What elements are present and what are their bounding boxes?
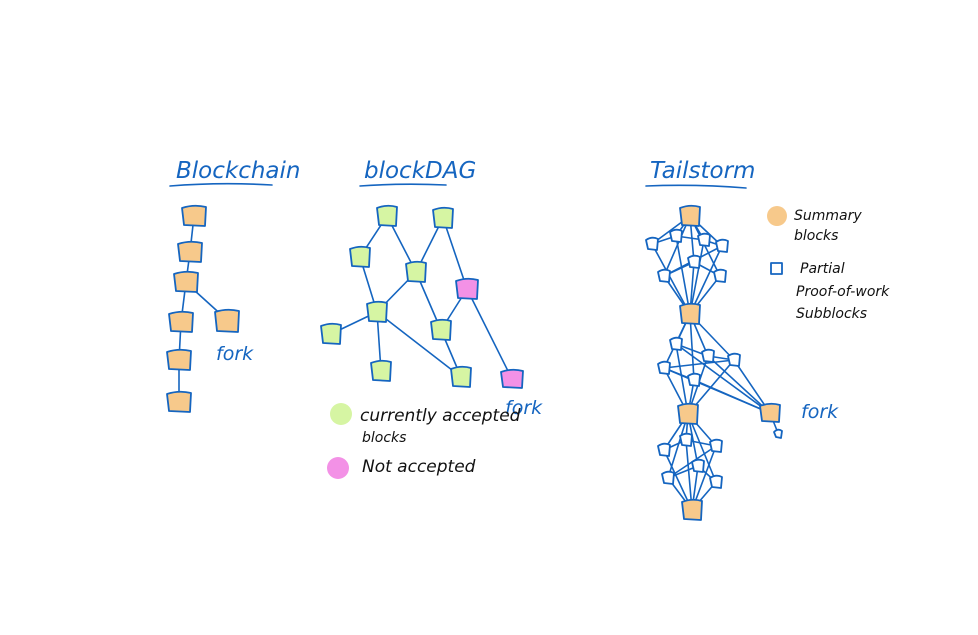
blockdag-not-accepted-block: [455, 277, 479, 300]
blockchain-title: Blockchain: [176, 158, 301, 184]
tailstorm-subblock: [657, 268, 671, 283]
tailstorm-subblock: [679, 432, 693, 447]
tailstorm-summary-block: [677, 402, 699, 425]
tailstorm-fork-link: [707, 355, 771, 414]
tailstorm-3-link: [685, 439, 693, 511]
tailstorm-subblock: [709, 474, 723, 489]
tailstorm-blocks: [645, 204, 783, 521]
legend-partial-swatch: [770, 262, 783, 275]
blockdag-fork-block: [500, 368, 524, 389]
tailstorm-subblock: [657, 360, 671, 375]
blockchain-block: [177, 240, 203, 263]
legend-partial-line2: Proof-of-work: [796, 284, 890, 300]
tailstorm-edges: [651, 215, 779, 511]
blockchain-fork-label: fork: [216, 343, 254, 365]
tailstorm-subblock: [701, 348, 715, 363]
blockdag-link: [376, 311, 462, 378]
legend-not-accepted-swatch: [327, 457, 349, 479]
blockdag-link: [466, 288, 513, 380]
tailstorm-1-link: [651, 243, 691, 315]
legend-summary-swatch: [767, 206, 787, 226]
tailstorm-subblock: [691, 458, 705, 473]
blockchain-block: [166, 348, 192, 371]
tailstorm-title-underline: [645, 184, 747, 189]
legend-summary-line1: Summary: [794, 208, 862, 224]
tailstorm-fork-label: fork: [801, 401, 839, 423]
legend-accepted-swatch: [330, 403, 352, 425]
legend-summary-line2: blocks: [794, 228, 838, 244]
tailstorm-fork-block: [759, 402, 781, 423]
blockdag-title-underline: [359, 183, 447, 187]
blockchain-blocks: [166, 204, 240, 413]
blockdag-accepted-block: [430, 318, 452, 341]
legend-accepted-line1: currently accepted: [360, 406, 521, 426]
blockdag-accepted-block: [370, 359, 392, 382]
blockchain-block: [166, 390, 192, 413]
legend-partial-line3: Subblocks: [796, 306, 867, 322]
blockdag-accepted-block: [376, 204, 398, 227]
tailstorm-title: Tailstorm: [650, 158, 755, 184]
tailstorm-2-link: [689, 313, 695, 381]
tailstorm-summary-block: [681, 498, 703, 521]
tailstorm-1-link: [689, 245, 723, 315]
tailstorm-subblock: [697, 232, 711, 247]
tailstorm-subblock: [727, 352, 741, 367]
blockdag-accepted-block: [450, 365, 472, 388]
blockdag-title: blockDAG: [364, 158, 476, 184]
tailstorm-1-link: [675, 235, 691, 315]
blockchain-fork-block: [214, 308, 240, 333]
blockdag-blocks: [320, 204, 524, 389]
blockdag-fork-label: fork: [505, 397, 543, 419]
tailstorm-diagram: Tailstorm fork Summary blocks Partial Pr…: [645, 158, 890, 521]
blockchain-block: [168, 310, 194, 333]
tailstorm-subblock: [657, 442, 671, 457]
blockdag-accepted-block: [320, 322, 342, 345]
legend-accepted-line2: blocks: [362, 430, 406, 446]
blockdag-edges: [330, 215, 513, 380]
tailstorm-3-link: [687, 413, 717, 483]
tailstorm-subblock: [687, 254, 701, 269]
tailstorm-subblock: [669, 228, 683, 243]
blockdag-link: [442, 217, 468, 290]
blockchain-diagram: Blockchain fork: [166, 158, 301, 413]
tailstorm-1-link: [689, 239, 705, 315]
blockdag-accepted-block: [349, 245, 371, 268]
tailstorm-fork-link: [675, 343, 771, 414]
blockchain-block: [173, 270, 199, 293]
tailstorm-fork-link: [693, 379, 771, 414]
tailstorm-subblock: [669, 336, 683, 351]
tailstorm-subblock: [709, 438, 723, 453]
tailstorm-subblock: [687, 372, 701, 387]
blockdag-accepted-block: [405, 260, 427, 283]
tailstorm-2-link: [675, 343, 689, 415]
blockdag-accepted-block: [432, 206, 454, 229]
tailstorm-subblock: [645, 236, 659, 251]
legend-partial-line1: Partial: [800, 261, 845, 277]
tailstorm-subblock: [661, 470, 675, 485]
tailstorm-fork-subblock: [773, 428, 783, 439]
tailstorm-summary-block: [679, 204, 701, 227]
tailstorm-2-link: [663, 359, 735, 369]
blockchain-title-underline: [169, 182, 273, 187]
tailstorm-subblock: [715, 238, 729, 253]
blockchain-block: [181, 204, 207, 227]
blockdag-accepted-block: [366, 300, 388, 323]
tailstorm-subblock: [713, 268, 727, 283]
legend-not-accepted-label: Not accepted: [362, 457, 476, 477]
tailstorm-3-link: [667, 413, 689, 479]
tailstorm-summary-block: [679, 302, 701, 325]
blockdag-diagram: blockDAG fork currently accepted blocks …: [320, 158, 543, 479]
